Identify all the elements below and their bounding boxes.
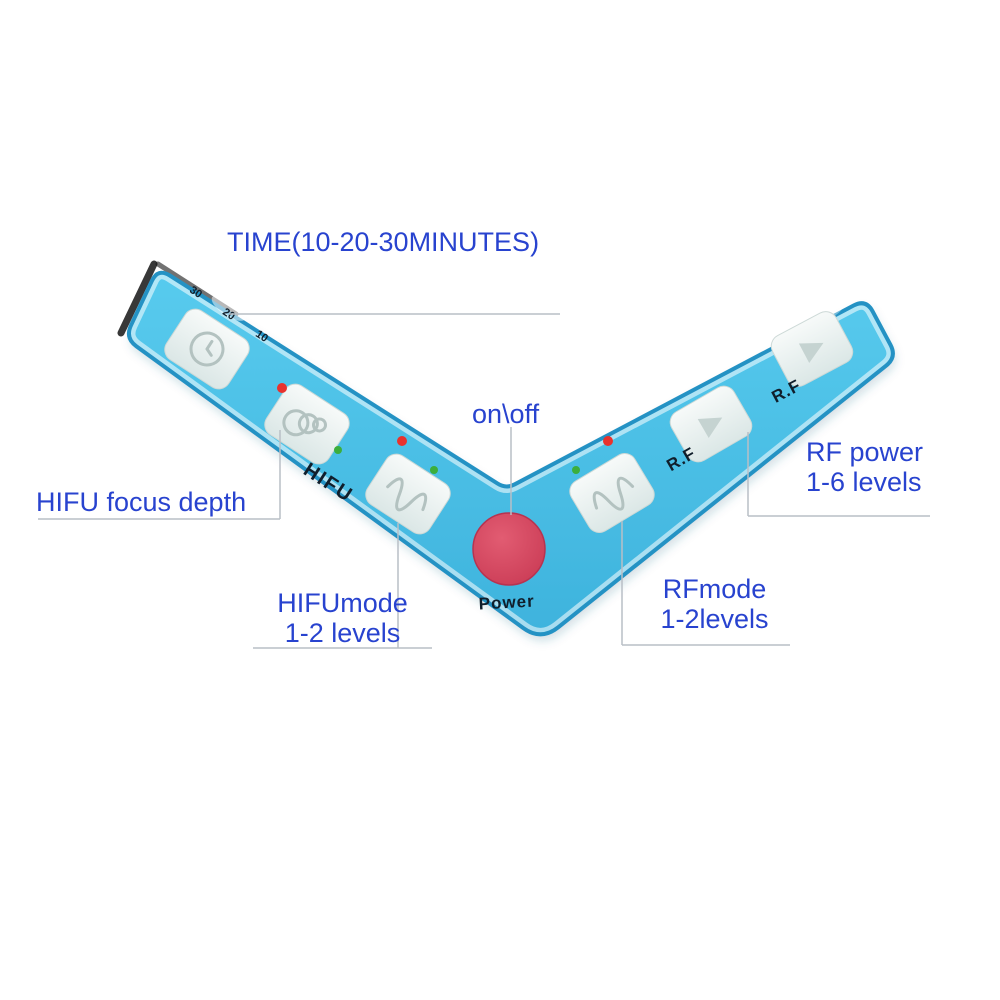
rf-power-label-line2: 1-6 levels xyxy=(806,467,922,497)
hifu-mode-label-line1: HIFUmode xyxy=(277,588,408,618)
rf-mode-label-line1: RFmode xyxy=(662,574,767,604)
rf-mode-button-face xyxy=(569,453,655,533)
rf-mode-label-line2: 1-2levels xyxy=(660,604,769,634)
time-label: TIME(10-20-30MINUTES) xyxy=(227,227,540,257)
rf-mode-button xyxy=(569,453,655,533)
time-button xyxy=(164,308,250,390)
hifu-mode-label-line2: 1-2 levels xyxy=(284,618,401,648)
time-mark-20: 20 xyxy=(220,306,237,323)
hifu-mode-button-face xyxy=(365,453,451,535)
hifu-mode-button xyxy=(365,453,451,535)
time-mark-10: 10 xyxy=(253,328,270,345)
hifu-focus-label: HIFU focus depth xyxy=(36,487,247,517)
led-red-icon xyxy=(603,436,613,446)
hifu-mode-label: HIFUmode 1-2 levels xyxy=(250,588,435,648)
clock-icon xyxy=(189,331,225,367)
led-red-icon xyxy=(397,436,407,446)
focus-depth-circles-icon xyxy=(282,409,327,437)
power-printed-label: Power xyxy=(478,592,535,614)
led-red-icon xyxy=(277,383,287,393)
power-button xyxy=(472,512,546,586)
panel-edge xyxy=(126,270,895,637)
led-green-icon xyxy=(334,446,342,454)
rf-power-button xyxy=(770,311,854,387)
callout-lines xyxy=(38,313,930,649)
rf-level-button xyxy=(669,385,753,463)
rf-mode-label: RFmode 1-2levels xyxy=(632,574,797,634)
hifu-focus-button xyxy=(264,383,350,465)
film-edge xyxy=(117,260,158,337)
rf-power-label-line1: RF power xyxy=(806,437,924,467)
time-mark-30: 30 xyxy=(187,284,204,301)
onoff-label: on\off xyxy=(472,399,540,429)
led-green-icon xyxy=(572,466,580,474)
rf-power-label: RF power 1-6 levels xyxy=(806,437,923,497)
led-green-icon xyxy=(430,466,438,474)
